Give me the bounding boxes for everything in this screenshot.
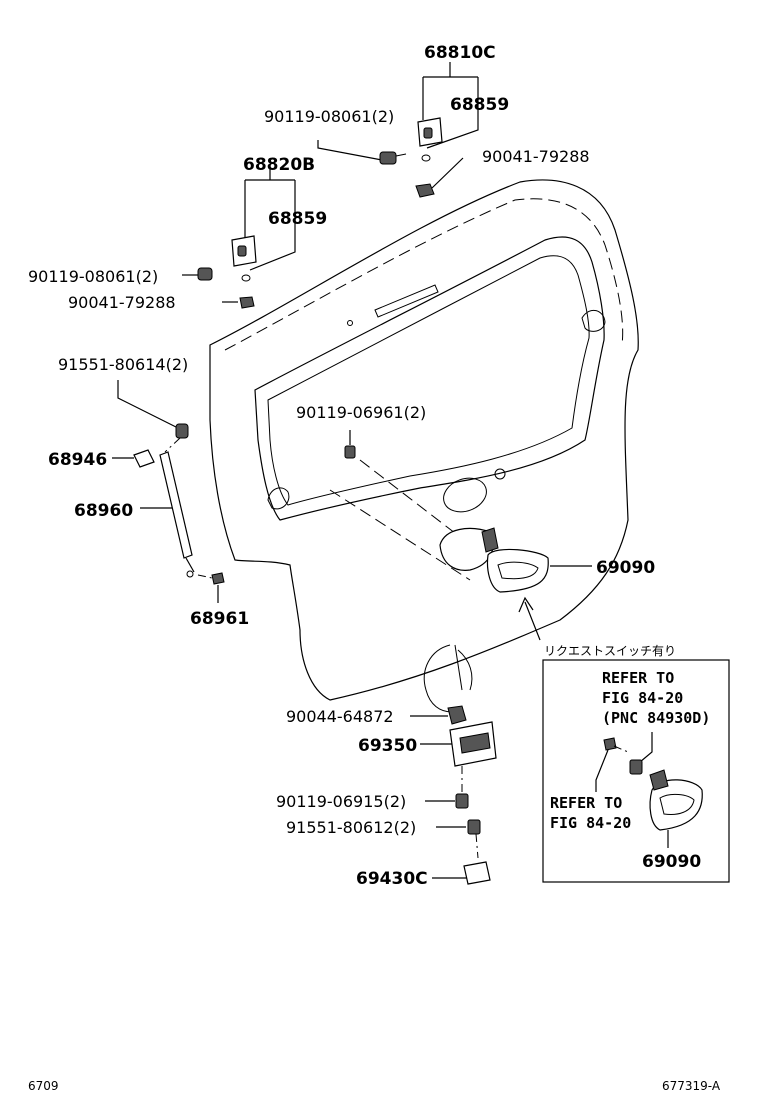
- label-69430c: 69430C: [356, 869, 428, 889]
- label-69090-main: 69090: [596, 558, 655, 578]
- label-90119-08061-mid: 90119-08061(2): [28, 267, 158, 286]
- label-90119-06961: 90119-06961(2): [296, 403, 426, 422]
- label-68859-top: 68859: [450, 95, 509, 115]
- back-door-handle-group: [329, 430, 592, 641]
- label-68859-mid: 68859: [268, 209, 327, 229]
- footer-right-code: 677319-A: [662, 1079, 721, 1093]
- label-90041-79288-top: 90041-79288: [482, 147, 590, 166]
- label-90044-64872: 90044-64872: [286, 707, 394, 726]
- label-68810c: 68810C: [424, 43, 496, 63]
- label-refer2-line2: FIG 84-20: [550, 814, 631, 832]
- label-refer2-line1: REFER TO: [550, 794, 622, 812]
- back-door-lock-group: [410, 644, 497, 885]
- label-refer1-line2: FIG 84-20: [602, 689, 683, 707]
- hinge-68820b-group: [182, 168, 296, 309]
- label-90119-06915: 90119-06915(2): [276, 792, 406, 811]
- label-68960: 68960: [74, 501, 133, 521]
- label-68961: 68961: [190, 609, 249, 629]
- label-90119-08061-top: 90119-08061(2): [264, 107, 394, 126]
- label-69090-inset: 69090: [642, 852, 701, 872]
- request-switch-inset: [542, 659, 730, 883]
- label-refer1-line3: (PNC 84930D): [602, 709, 710, 727]
- label-90041-79288-mid: 90041-79288: [68, 293, 176, 312]
- damper-stay-group: [112, 380, 225, 603]
- label-91551-80612: 91551-80612(2): [286, 818, 416, 837]
- footer-left-code: 6709: [28, 1079, 59, 1093]
- label-refer1-line1: REFER TO: [602, 669, 674, 687]
- label-68820b: 68820B: [243, 155, 315, 175]
- hinge-68810c-group: [317, 62, 479, 198]
- back-door-panel: [209, 179, 639, 701]
- label-request-switch-note: リクエストスイッチ有り: [544, 644, 676, 658]
- label-91551-80614: 91551-80614(2): [58, 355, 188, 374]
- label-68946: 68946: [48, 450, 107, 470]
- label-69350: 69350: [358, 736, 417, 756]
